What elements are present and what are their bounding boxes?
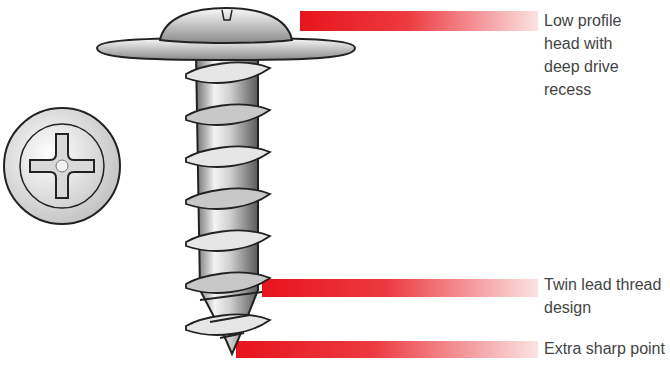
screw-shank <box>186 55 270 354</box>
thread-crest <box>200 292 262 300</box>
thread-crest <box>186 188 270 209</box>
thread-crest <box>186 62 270 83</box>
thread-crest <box>220 333 244 338</box>
thread-crest <box>186 104 270 125</box>
thread-crest <box>186 314 270 335</box>
callout-label: Low profile head with deep drive recess <box>544 9 644 101</box>
callout-label: Extra sharp point <box>544 337 665 360</box>
thread-crest <box>186 146 270 167</box>
callout-label: Twin lead thread design <box>544 273 662 319</box>
thread-crest <box>186 230 270 251</box>
leader-bars <box>236 11 538 358</box>
screw-head <box>97 8 355 60</box>
screw-threads <box>186 62 270 338</box>
thread-crest <box>210 315 250 322</box>
head-top-view <box>4 108 120 224</box>
thread-crest <box>186 272 270 293</box>
